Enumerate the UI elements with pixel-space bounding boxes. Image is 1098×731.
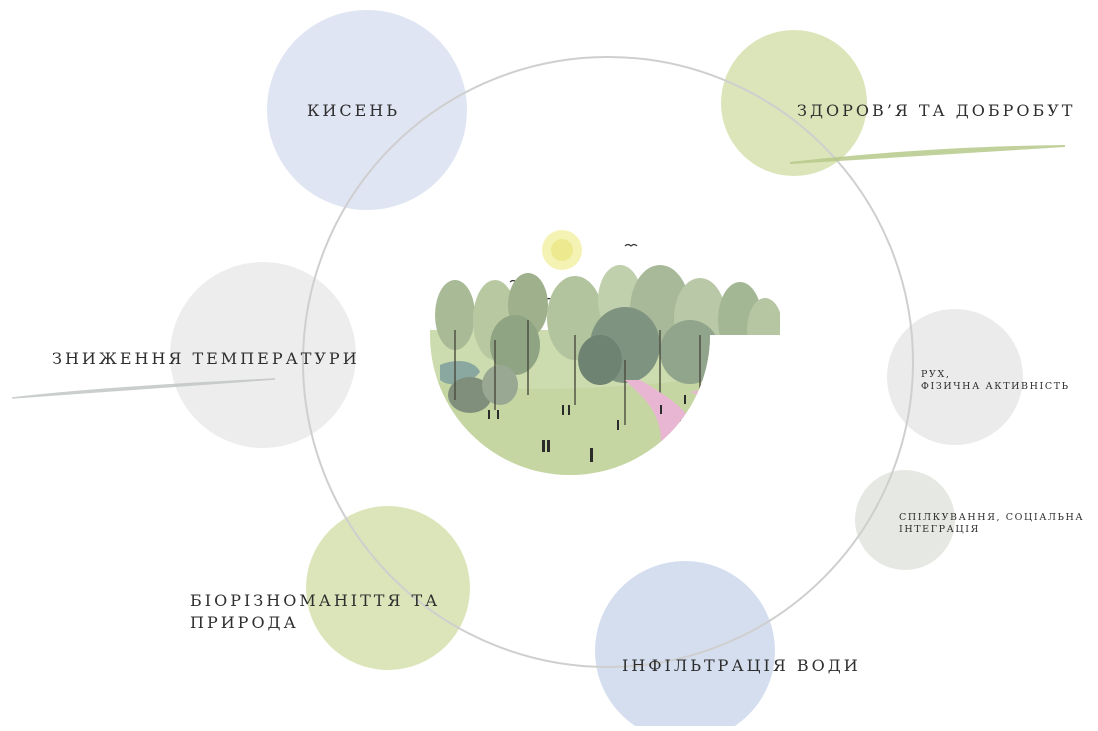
movement-circle (887, 309, 1023, 445)
movement-label: РУХ, ФІЗИЧНА АКТИВНІСТЬ (921, 369, 1070, 393)
biodiversity-label-line1: БІОРІЗНОМАНІТТЯ ТА (190, 591, 441, 610)
biodiversity-label: БІОРІЗНОМАНІТТЯ ТА ПРИРОДА (190, 590, 440, 634)
social-label-line1: СПІЛКУВАННЯ, СОЦІАЛЬНА (899, 512, 1085, 523)
temperature-label: ЗНИЖЕННЯ ТЕМПЕРАТУРИ (52, 349, 360, 368)
brush-stroke-temperature (11, 378, 276, 399)
water-circle (595, 561, 775, 731)
temperature-circle (170, 262, 356, 448)
health-circle (721, 30, 867, 176)
movement-label-line1: РУХ, (921, 369, 951, 380)
social-label-line2: ІНТЕГРАЦІЯ (899, 524, 980, 535)
oxygen-label: КИСЕНЬ (307, 101, 400, 120)
social-circle (855, 470, 955, 570)
cycle-path-branch (690, 390, 743, 475)
biodiversity-label-line2: ПРИРОДА (190, 613, 299, 632)
connecting-ring (302, 56, 914, 668)
oxygen-circle (267, 10, 467, 210)
bicycles (654, 493, 669, 500)
cycle-path (600, 380, 697, 475)
brush-stroke-health (789, 145, 1066, 164)
social-label: СПІЛКУВАННЯ, СОЦІАЛЬНА ІНТЕГРАЦІЯ (899, 512, 1084, 536)
health-label: ЗДОРОВ’Я ТА ДОБРОБУТ (797, 101, 1076, 120)
water-label: ІНФІЛЬТРАЦІЯ ВОДИ (622, 656, 861, 675)
sun (551, 239, 573, 261)
biodiversity-circle (306, 506, 470, 670)
trees (435, 265, 780, 413)
movement-label-line2: ФІЗИЧНА АКТИВНІСТЬ (921, 381, 1070, 392)
park-illustration (430, 265, 780, 500)
